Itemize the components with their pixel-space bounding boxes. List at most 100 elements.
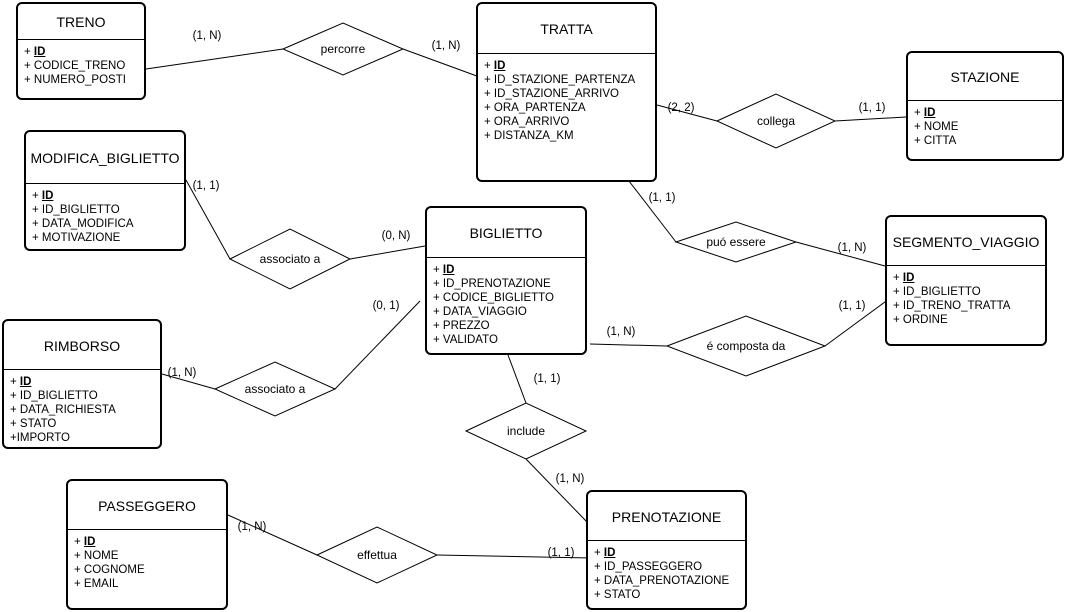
primary-key-attribute: + ID <box>594 546 745 560</box>
connector-associato-modifica-b <box>349 245 426 260</box>
attribute-prefix: + <box>10 376 20 388</box>
relationship-include[interactable] <box>464 402 588 460</box>
cardinality-label: (1, N) <box>168 367 197 379</box>
relationship-label: é composta da <box>707 339 786 353</box>
attribute: + STATO <box>594 588 745 602</box>
attribute: + COGNOME <box>74 563 226 577</box>
attribute-name: NUMERO_POSTI <box>33 74 126 86</box>
entity-title: RIMBORSO <box>4 321 160 370</box>
connector-associato-rimborso-a <box>161 373 216 390</box>
entity-stazione[interactable]: STAZIONE+ ID+ NOME+ CITTA <box>906 51 1064 161</box>
attribute-name: ID <box>442 264 455 276</box>
relationship-composta-da[interactable] <box>665 315 827 377</box>
relationship-associato-modifica[interactable] <box>228 228 352 290</box>
entity-title: PRENOTAZIONE <box>588 492 745 541</box>
attribute-prefix: + <box>594 547 604 559</box>
cardinality-label: (1, 1) <box>859 102 886 114</box>
attribute-name: ID <box>493 60 506 72</box>
attribute: + ID_BIGLIETTO <box>32 203 184 217</box>
cardinality-label: (1, 1) <box>649 192 676 204</box>
attribute-name: ID_TRENO_TRATTA <box>902 300 1011 312</box>
attribute-prefix: + <box>24 74 34 86</box>
connector-composta-da-b <box>824 295 894 347</box>
cardinality-label: (1, N) <box>607 326 636 338</box>
attribute: + ID_STAZIONE_ARRIVO <box>484 87 655 101</box>
attribute: + EMAIL <box>74 577 226 591</box>
relationship-label: associato a <box>245 382 306 396</box>
attribute-prefix: + <box>74 564 84 576</box>
cardinality-label: (1, N) <box>556 473 585 485</box>
relationship-collega[interactable] <box>715 93 837 149</box>
attribute: + PREZZO <box>433 319 585 333</box>
attribute-prefix: + <box>893 286 903 298</box>
entity-rimborso[interactable]: RIMBORSO+ ID+ ID_BIGLIETTO+ DATA_RICHIES… <box>2 319 162 449</box>
attribute-prefix: + <box>914 107 924 119</box>
cardinality-label: (1, N) <box>432 40 461 52</box>
primary-key-attribute: + ID <box>32 189 184 203</box>
primary-key-attribute: + ID <box>914 106 1062 120</box>
attribute-prefix: + <box>594 561 604 573</box>
entity-attributes: + ID+ ID_BIGLIETTO+ DATA_RICHIESTA+ STAT… <box>4 370 160 445</box>
relationship-percorre[interactable] <box>281 22 405 76</box>
attribute-name: ID_BIGLIETTO <box>41 204 120 216</box>
entity-title: PASSEGGERO <box>68 481 226 530</box>
connector-include-a <box>507 354 527 404</box>
attribute: + ID_BIGLIETTO <box>10 389 160 403</box>
entity-treno[interactable]: TRENO+ ID+ CODICE_TRENO+ NUMERO_POSTI <box>16 2 146 100</box>
attribute: + ID_PASSEGGERO <box>594 560 745 574</box>
attribute-prefix: + <box>433 264 443 276</box>
attribute-name: ID <box>33 46 46 58</box>
relationship-associato-rimborso[interactable] <box>213 361 337 417</box>
attribute-name: EMAIL <box>83 578 119 590</box>
entity-title: MODIFICA_BIGLIETTO <box>26 132 184 184</box>
attribute-prefix: + <box>74 578 84 590</box>
entity-modifica-biglietto[interactable]: MODIFICA_BIGLIETTO+ ID+ ID_BIGLIETTO+ DA… <box>24 130 186 251</box>
attribute-name: ID_STAZIONE_ARRIVO <box>493 88 619 100</box>
attribute-prefix: + <box>893 272 903 284</box>
attribute-prefix: + <box>433 320 443 332</box>
attribute: + MOTIVAZIONE <box>32 231 184 245</box>
attribute-prefix: + <box>32 204 42 216</box>
relationship-puo-essere[interactable] <box>674 221 798 263</box>
attribute-name: ID_STAZIONE_PARTENZA <box>493 74 636 86</box>
attribute-name: DATA_RICHIESTA <box>19 404 116 416</box>
entity-prenotazione[interactable]: PRENOTAZIONE + ID+ ID_PASSEGGERO+ DATA_PR… <box>586 490 747 610</box>
attribute-prefix: + <box>484 116 494 128</box>
entity-title: STAZIONE <box>908 53 1062 101</box>
attribute-prefix: + <box>433 306 443 318</box>
attribute-prefix: + <box>433 278 443 290</box>
attribute-prefix: + <box>914 121 924 133</box>
attribute-prefix: + <box>484 102 494 114</box>
entity-title: TRATTA <box>478 4 655 54</box>
attribute-prefix: + <box>893 300 903 312</box>
cardinality-label: (1, N) <box>838 242 867 254</box>
entity-biglietto[interactable]: BIGLIETTO+ ID+ ID_PRENOTAZIONE+ CODICE_B… <box>425 206 587 355</box>
entity-passeggero[interactable]: PASSEGGERO+ ID+ NOME+ COGNOME+ EMAIL <box>66 479 228 610</box>
connector-associato-rimborso-b <box>334 300 421 390</box>
connector-composta-da-a <box>589 343 668 347</box>
relationship-effettua[interactable] <box>315 526 439 584</box>
attribute-name: NOME <box>923 121 959 133</box>
entity-attributes: + ID+ CODICE_TRENO+ NUMERO_POSTI <box>18 40 144 87</box>
entity-segmento-viaggio[interactable]: SEGMENTO_VIAGGIO+ ID+ ID_BIGLIETTO+ ID_T… <box>885 215 1047 346</box>
entity-tratta[interactable]: TRATTA+ ID+ ID_STAZIONE_PARTENZA+ ID_STA… <box>476 2 657 182</box>
attribute-name: CITTA <box>923 135 957 147</box>
connector-puo-essere-b <box>795 241 886 267</box>
attribute-name: STATO <box>603 589 641 601</box>
attribute: + STATO <box>10 417 160 431</box>
primary-key-attribute: + ID <box>74 535 226 549</box>
attribute-name: ID <box>83 536 96 548</box>
attribute: + DISTANZA_KM <box>484 129 655 143</box>
relationship-label: include <box>507 424 545 438</box>
attribute-prefix: + <box>32 190 42 202</box>
attribute-prefix: + <box>24 46 34 58</box>
attribute: + DATA_PRENOTAZIONE <box>594 574 745 588</box>
entity-attributes: + ID+ ID_STAZIONE_PARTENZA+ ID_STAZIONE_… <box>478 54 655 143</box>
attribute-prefix: + <box>10 404 20 416</box>
attribute: + DATA_RICHIESTA <box>10 403 160 417</box>
connector-percorre-b <box>402 48 486 80</box>
attribute-prefix: + <box>74 550 84 562</box>
attribute-name: DISTANZA_KM <box>493 130 574 142</box>
attribute-prefix: + <box>484 130 494 142</box>
